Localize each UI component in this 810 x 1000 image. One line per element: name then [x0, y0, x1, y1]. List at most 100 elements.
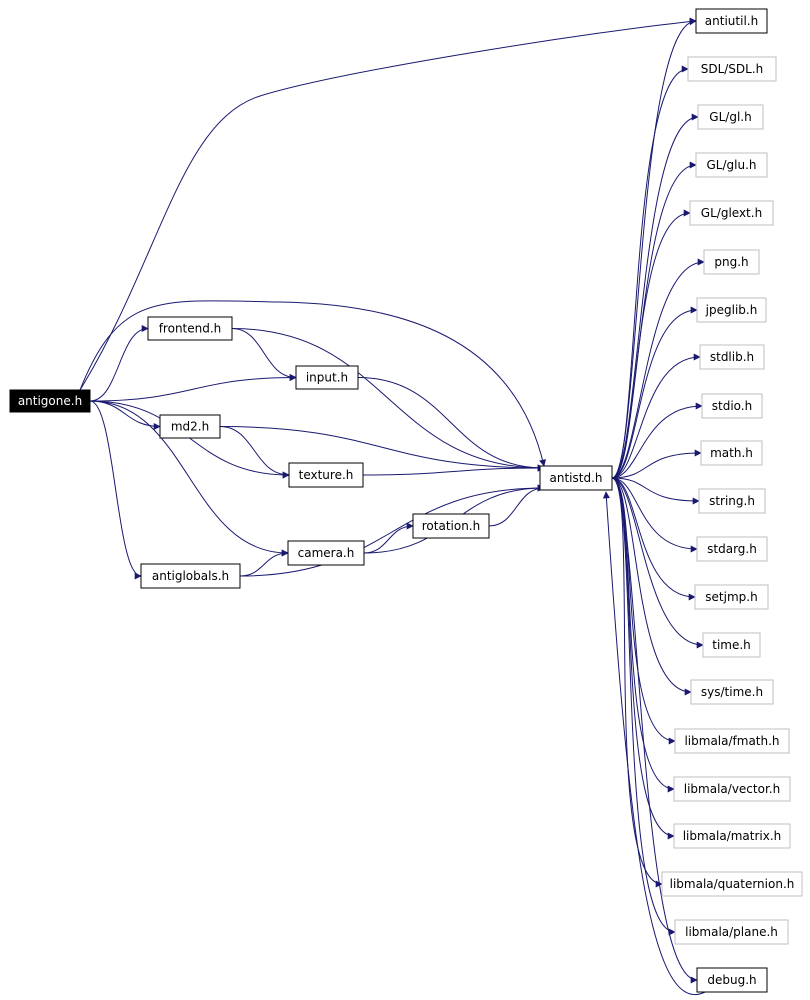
- node-matrix[interactable]: libmala/matrix.h: [673, 823, 791, 849]
- node-label-md2: md2.h: [171, 420, 209, 434]
- node-box-md2: [159, 414, 221, 439]
- node-plane[interactable]: libmala/plane.h: [674, 919, 789, 945]
- node-label-plane: libmala/plane.h: [685, 925, 778, 939]
- node-antistd[interactable]: antistd.h: [539, 465, 613, 491]
- edge-antistd-to-systime: [611, 477, 692, 696]
- node-frontend[interactable]: frontend.h: [147, 316, 233, 341]
- node-box-antiutil: [695, 8, 768, 34]
- edge-antistd-to-string: [611, 477, 700, 505]
- node-glu[interactable]: GL/glu.h: [695, 152, 768, 178]
- node-string[interactable]: string.h: [698, 488, 766, 514]
- edge-antistd-to-stdarg: [611, 477, 698, 553]
- node-box-fmath: [674, 728, 790, 754]
- node-label-debug: debug.h: [707, 973, 756, 987]
- node-antiutil[interactable]: antiutil.h: [695, 8, 768, 34]
- edge-debug-to-antistd: [602, 491, 706, 995]
- edge-antigone-to-antiutil: [79, 18, 697, 391]
- edge-antistd-to-stdio: [611, 402, 703, 479]
- node-label-png: png.h: [714, 255, 748, 269]
- node-debug[interactable]: debug.h: [696, 967, 768, 993]
- node-box-quaternion: [661, 871, 803, 897]
- node-box-antigone: [9, 389, 91, 413]
- node-jpeglib[interactable]: jpeglib.h: [696, 297, 767, 323]
- node-box-texture: [288, 462, 364, 488]
- node-label-jpeglib: jpeglib.h: [705, 303, 758, 317]
- edge-antistd-to-plane: [611, 477, 676, 936]
- node-quaternion[interactable]: libmala/quaternion.h: [661, 871, 803, 897]
- node-box-string: [698, 488, 766, 514]
- node-sdl[interactable]: SDL/SDL.h: [687, 56, 777, 82]
- edge-antistd-to-glu: [611, 161, 697, 479]
- node-label-vector: libmala/vector.h: [684, 782, 780, 796]
- node-label-fmath: libmala/fmath.h: [684, 734, 779, 748]
- node-box-gl: [697, 104, 764, 130]
- node-label-stdarg: stdarg.h: [707, 542, 757, 556]
- edges: [79, 17, 706, 995]
- node-box-camera: [287, 540, 365, 566]
- node-label-frontend: frontend.h: [159, 322, 222, 336]
- node-box-debug: [696, 967, 768, 993]
- edge-rotation-to-antistd: [488, 484, 545, 527]
- edge-frontend-to-input: [231, 328, 297, 381]
- edge-antigone-to-antiglobals: [89, 400, 142, 580]
- edge-antistd-to-jpeglib: [611, 306, 698, 479]
- node-stdarg[interactable]: stdarg.h: [696, 536, 768, 562]
- node-box-png: [703, 249, 760, 275]
- node-box-math: [700, 440, 763, 466]
- edge-antistd-to-debug: [611, 477, 698, 984]
- edge-antigone-to-antistd: [79, 300, 546, 467]
- edge-frontend-to-antistd: [231, 328, 545, 472]
- node-label-time: time.h: [712, 638, 751, 652]
- node-box-jpeglib: [696, 297, 767, 323]
- node-stdlib[interactable]: stdlib.h: [699, 344, 765, 370]
- node-label-stdlib: stdlib.h: [710, 350, 754, 364]
- edge-md2-to-texture: [219, 426, 290, 479]
- node-vector[interactable]: libmala/vector.h: [673, 776, 791, 802]
- node-label-quaternion: libmala/quaternion.h: [670, 877, 795, 891]
- edge-antigone-to-input: [89, 374, 297, 402]
- edge-antiglobals-to-antistd: [239, 484, 545, 577]
- node-label-string: string.h: [709, 494, 755, 508]
- node-box-matrix: [673, 823, 791, 849]
- node-label-texture: texture.h: [299, 468, 354, 482]
- node-time[interactable]: time.h: [702, 632, 761, 658]
- node-box-antistd: [539, 465, 613, 491]
- edge-antistd-to-antiutil: [611, 17, 697, 479]
- edge-antistd-to-time: [611, 477, 704, 649]
- node-stdio[interactable]: stdio.h: [701, 393, 763, 419]
- node-label-matrix: libmala/matrix.h: [683, 829, 782, 843]
- node-rotation[interactable]: rotation.h: [412, 513, 490, 539]
- node-box-antiglobals: [140, 563, 241, 589]
- node-box-sdl: [687, 56, 777, 82]
- node-md2[interactable]: md2.h: [159, 414, 221, 439]
- node-systime[interactable]: sys/time.h: [690, 679, 774, 705]
- edge-antistd-to-vector: [611, 477, 675, 793]
- node-texture[interactable]: texture.h: [288, 462, 364, 488]
- node-input[interactable]: input.h: [295, 365, 359, 390]
- node-gl[interactable]: GL/gl.h: [697, 104, 764, 130]
- node-camera[interactable]: camera.h: [287, 540, 365, 566]
- node-box-vector: [673, 776, 791, 802]
- edge-antistd-to-stdlib: [611, 353, 701, 479]
- node-label-gl: GL/gl.h: [709, 110, 751, 124]
- edge-antistd-to-gl: [611, 113, 699, 479]
- node-box-setjmp: [694, 584, 769, 610]
- node-png[interactable]: png.h: [703, 249, 760, 275]
- edge-antigone-to-camera: [89, 400, 289, 557]
- node-label-stdio: stdio.h: [712, 399, 752, 413]
- node-label-antigone: antigone.h: [18, 394, 82, 408]
- edge-antigone-to-frontend: [89, 325, 149, 402]
- edge-antistd-to-glext: [611, 209, 691, 479]
- node-fmath[interactable]: libmala/fmath.h: [674, 728, 790, 754]
- node-label-antiutil: antiutil.h: [705, 14, 758, 28]
- node-math[interactable]: math.h: [700, 440, 763, 466]
- node-label-setjmp: setjmp.h: [705, 590, 757, 604]
- node-label-antiglobals: antiglobals.h: [152, 569, 229, 583]
- node-antiglobals[interactable]: antiglobals.h: [140, 563, 241, 589]
- node-setjmp[interactable]: setjmp.h: [694, 584, 769, 610]
- node-glext[interactable]: GL/glext.h: [689, 200, 774, 226]
- node-label-input: input.h: [306, 371, 348, 385]
- edge-antistd-to-matrix: [611, 477, 675, 840]
- edge-antistd-to-math: [611, 449, 702, 479]
